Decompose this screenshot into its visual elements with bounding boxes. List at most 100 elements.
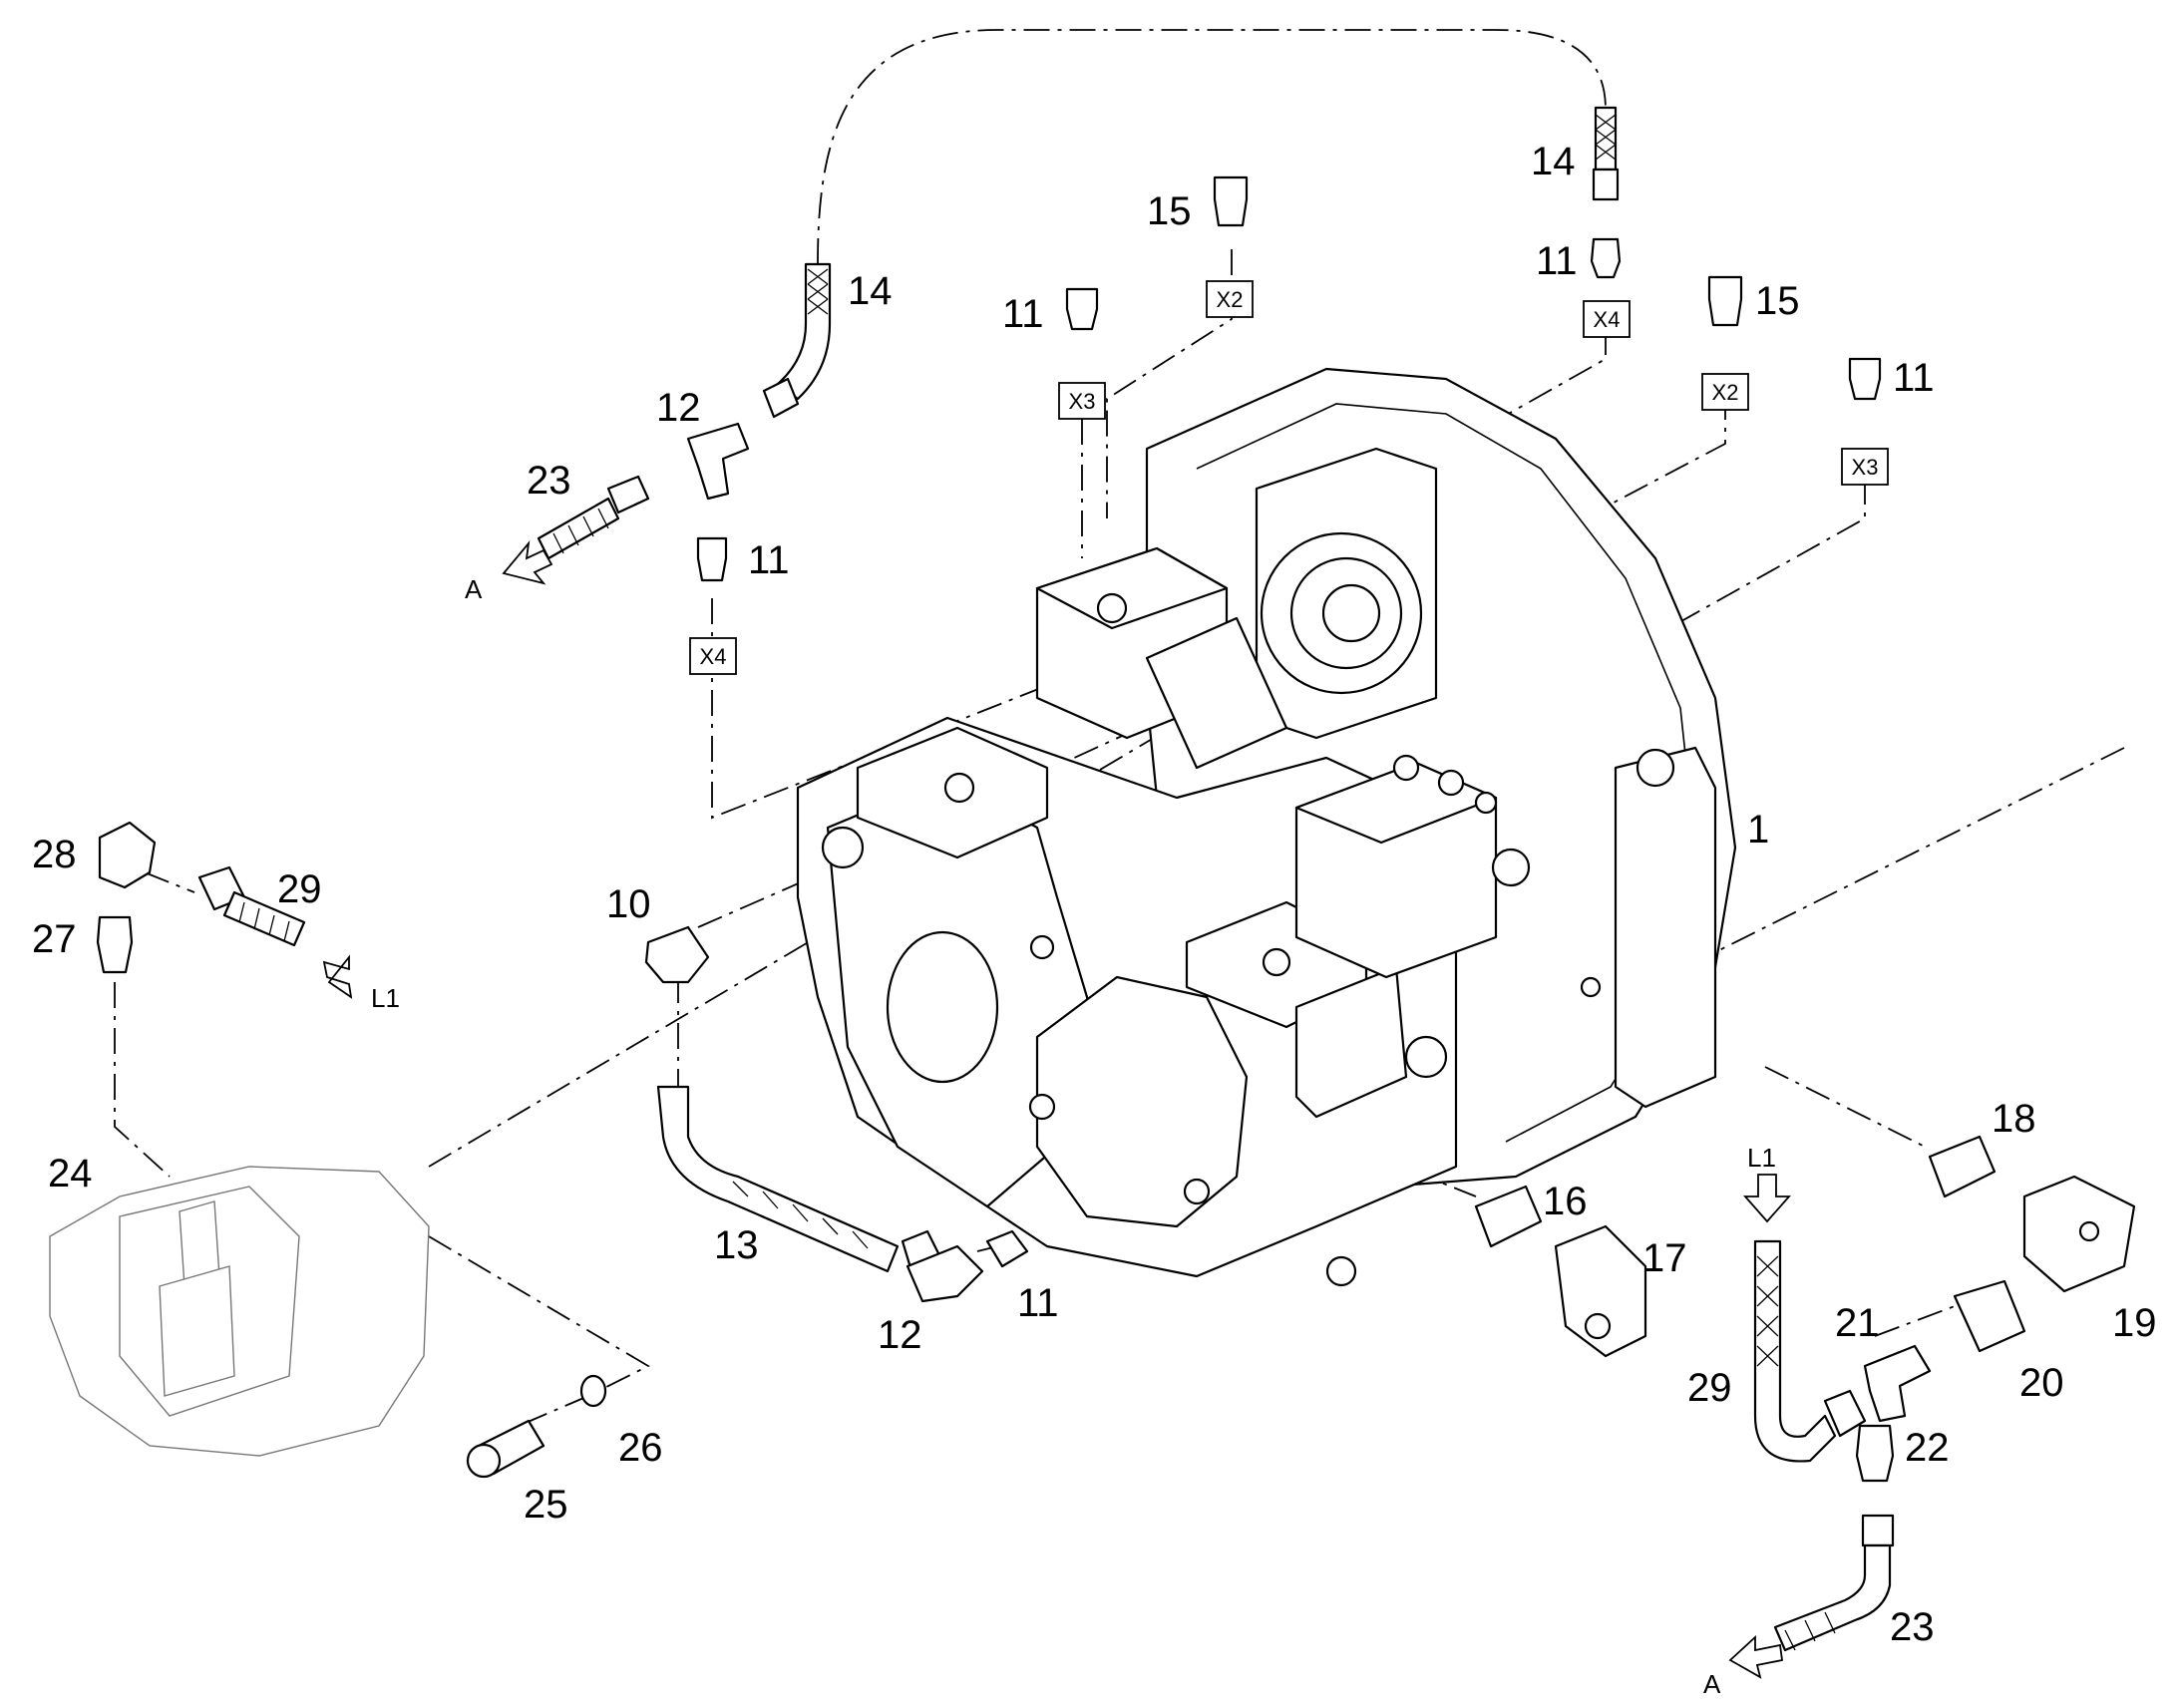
callout-29b: 29 — [1687, 1366, 1732, 1410]
leader-21-20 — [1874, 1305, 1956, 1337]
port-box-x3-left: X3 — [1058, 382, 1106, 420]
callout-17: 17 — [1642, 1236, 1687, 1280]
callout-15a: 15 — [1147, 189, 1192, 233]
arrow-l1-right — [1743, 1174, 1791, 1223]
hose-23-upper — [537, 475, 650, 560]
svg-text:X3: X3 — [1069, 389, 1096, 414]
hose-14-left-nut — [762, 377, 800, 419]
control-valve-left-top — [1035, 546, 1229, 630]
fitting-11-group — [696, 237, 1882, 1268]
fitting-11-a — [1065, 287, 1099, 331]
port-box-x2-right: X2 — [1701, 373, 1749, 411]
valve-right-port-2 — [1437, 769, 1465, 797]
hose-14-left-body — [776, 262, 832, 401]
fitting-15-group — [1213, 175, 1743, 327]
callout-15b: 15 — [1755, 279, 1800, 323]
elbow-17-port — [1584, 1312, 1612, 1340]
fitting-16-17 — [1474, 1185, 1647, 1358]
bolt-washer-25-26 — [466, 1374, 607, 1479]
fitting-22-body — [1855, 1424, 1895, 1483]
top-plate-left-hole — [943, 772, 975, 804]
svg-text:X2: X2 — [1712, 380, 1739, 405]
callout-14b: 14 — [1531, 140, 1576, 183]
arrow-a-upper — [502, 540, 553, 585]
callout-13: 13 — [714, 1223, 759, 1267]
callout-12a: 12 — [656, 386, 701, 430]
hose-29-right-body — [1753, 1239, 1837, 1463]
callout-24: 24 — [48, 1152, 93, 1196]
fitting-11-d — [696, 536, 728, 582]
leader-24-26 — [428, 1235, 650, 1427]
right-side-block — [1614, 746, 1717, 1109]
connection-l1-left: L1 — [371, 983, 400, 1013]
leader-18-diag — [1764, 1066, 1926, 1148]
hose-29-left-braid — [238, 901, 290, 942]
hose-23-upper-body — [537, 497, 620, 560]
elbow-28-body — [98, 821, 157, 889]
port-box-x2-left: X2 — [1206, 280, 1254, 318]
hose-29-right-braid — [1756, 1255, 1779, 1367]
callout-10: 10 — [606, 882, 651, 926]
port-box-x4-left: X4 — [689, 637, 737, 675]
hose-29-left-body — [222, 890, 306, 947]
port-boxes: X2 X3 X4 X4 X2 X3 — [689, 280, 1889, 675]
callout-28: 28 — [32, 833, 77, 876]
washer-26 — [579, 1374, 607, 1408]
fitting-18-22 — [1855, 1135, 2136, 1483]
callout-26: 26 — [618, 1426, 663, 1470]
fitting-15-a — [1213, 175, 1249, 227]
hose-14-left-braid — [807, 268, 829, 315]
fitting-11-b — [1590, 237, 1622, 279]
callout-29a: 29 — [277, 867, 322, 911]
port-right — [1404, 1035, 1448, 1079]
svg-text:X4: X4 — [700, 644, 727, 669]
elbow-12-lower-body — [906, 1244, 984, 1303]
fitting-18-body — [1928, 1135, 1997, 1198]
hose-23-lower-nut — [1861, 1514, 1895, 1547]
callout-25: 25 — [524, 1483, 568, 1527]
hose-23-lower-body — [1773, 1543, 1892, 1652]
fitting-16-body — [1474, 1185, 1543, 1248]
bolt-25-head — [466, 1443, 502, 1479]
valve-right-adjuster — [1491, 848, 1531, 887]
callout-14a: 14 — [848, 269, 893, 313]
callout-23b: 23 — [1890, 1605, 1935, 1649]
svg-text:X4: X4 — [1594, 307, 1621, 332]
fitting-27-29-left — [96, 821, 306, 974]
callout-numbers: 1 10 11 11 11 11 11 12 12 13 14 14 15 15… — [32, 140, 2157, 1649]
housing-bolt-2 — [1580, 976, 1602, 998]
shaft — [1321, 583, 1381, 643]
hose-29-right-nut — [1823, 1389, 1867, 1438]
callout-19: 19 — [2112, 1301, 2157, 1345]
hose-14-right — [1592, 106, 1620, 201]
leader-x4-left — [711, 598, 1118, 820]
connection-arrows: A A L1 L1 — [322, 540, 1791, 1699]
tee-21-body — [1863, 1344, 1932, 1423]
fitting-11-c — [1848, 357, 1882, 401]
elbow-12-lower — [906, 1244, 984, 1303]
housing-plug-2 — [1325, 1255, 1357, 1287]
arrow-l1-left — [322, 954, 353, 999]
callout-16: 16 — [1543, 1180, 1588, 1223]
arrow-a-lower — [1728, 1634, 1784, 1679]
connection-l1-right: L1 — [1747, 1143, 1776, 1173]
connection-a-upper: A — [465, 574, 483, 604]
callout-11d: 11 — [748, 538, 790, 582]
callout-20: 20 — [2019, 1361, 2064, 1405]
hose-14-right-braid — [1595, 114, 1617, 161]
callout-23a: 23 — [527, 459, 571, 503]
auxiliary-pump-24 — [49, 1166, 430, 1457]
port-box-x3-right: X3 — [1841, 448, 1889, 486]
fitting-27-body — [96, 915, 134, 974]
callout-12b: 12 — [878, 1313, 922, 1357]
hose-13-braid — [732, 1181, 869, 1249]
callout-11b: 11 — [1536, 239, 1578, 283]
svg-text:X3: X3 — [1852, 455, 1879, 480]
callout-22: 22 — [1905, 1426, 1950, 1470]
tee-12-upper — [686, 422, 750, 501]
callout-11e: 11 — [1017, 1281, 1059, 1325]
elbow-19-body — [2022, 1175, 2136, 1293]
aux-pump-valve-stem — [159, 1265, 235, 1397]
port-box-x4-right: X4 — [1583, 300, 1631, 338]
